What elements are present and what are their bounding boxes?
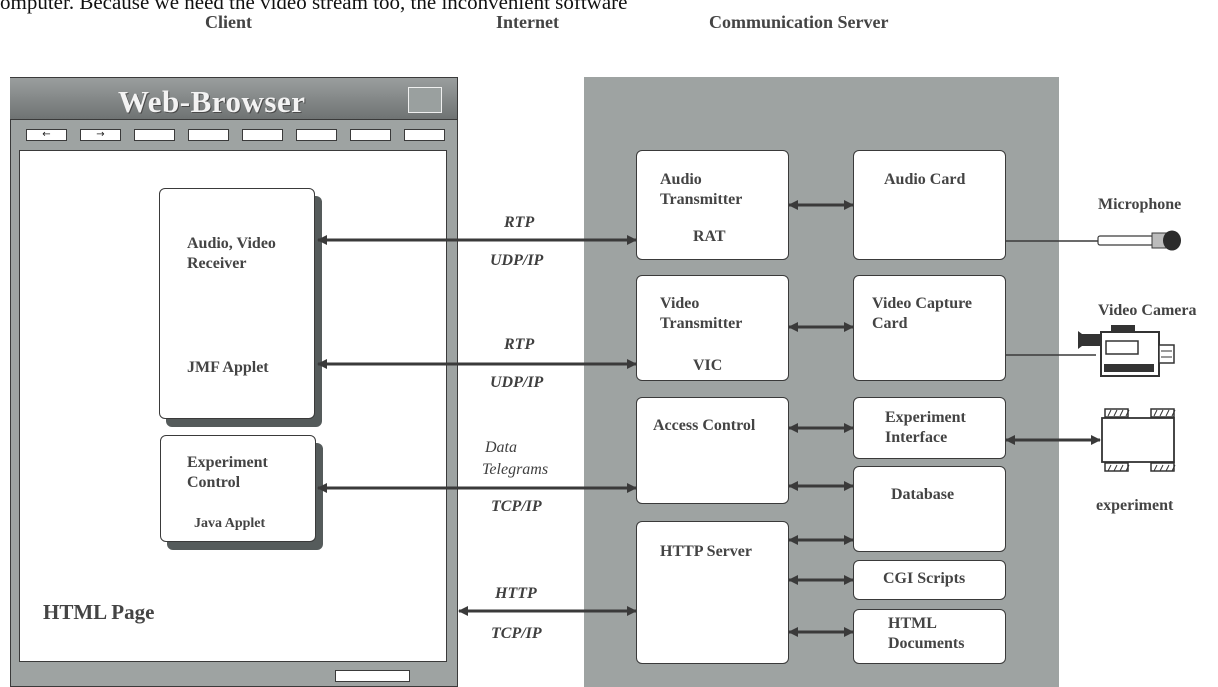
experiment-label: experiment — [1096, 497, 1174, 514]
video-tx-label-1: Video — [660, 295, 700, 312]
toolbar-button[interactable] — [242, 129, 283, 141]
cgi-scripts-box — [853, 560, 1006, 600]
video-camera-icon — [1078, 325, 1175, 377]
database-box — [853, 466, 1006, 552]
experiment-control-applet — [160, 435, 316, 542]
html-docs-label-2: Documents — [888, 635, 965, 652]
video-tx-label-2: Transmitter — [660, 315, 743, 332]
experiment-interface-box — [853, 397, 1006, 459]
html-docs-label-1: HTML — [888, 615, 937, 632]
access-control-box — [636, 397, 789, 504]
tcp-label-1: TCP/IP — [491, 498, 542, 515]
internet-header: Internet — [496, 12, 559, 32]
scrollbar-thumb[interactable] — [335, 670, 410, 682]
clipped-caption-text: omputer. Because we need the video strea… — [0, 0, 628, 14]
microphone-label: Microphone — [1098, 196, 1182, 213]
audio-tx-label-2: Transmitter — [660, 191, 743, 208]
audio-tx-label-1: Audio — [660, 171, 702, 188]
http-label: HTTP — [495, 585, 537, 602]
audio-card-label: Audio Card — [884, 171, 966, 188]
exp-iface-label-1: Experiment — [885, 409, 966, 426]
av-receiver-applet — [159, 188, 315, 419]
tcp-label-2: TCP/IP — [491, 625, 542, 642]
video-card-label-2: Card — [872, 315, 908, 332]
vic-label: VIC — [693, 357, 723, 374]
right-arrow-icon: → — [96, 129, 105, 140]
udp-label-2: UDP/IP — [490, 374, 544, 391]
audio-transmitter-box — [636, 150, 789, 260]
toolbar-button[interactable] — [188, 129, 229, 141]
video-transmitter-box — [636, 275, 789, 381]
server-header: Communication Server — [709, 12, 889, 32]
rtp-label-1: RTP — [504, 214, 535, 231]
toolbar-button[interactable] — [404, 129, 445, 141]
exp-applet-label-2: Control — [187, 474, 241, 491]
video-camera-label: Video Camera — [1098, 302, 1197, 319]
client-header: Client — [205, 12, 252, 32]
left-arrow-icon: ← — [42, 129, 51, 140]
forward-button[interactable]: → — [80, 129, 121, 141]
toolbar-button[interactable] — [296, 129, 337, 141]
access-control-label: Access Control — [653, 417, 756, 434]
window-control-button[interactable] — [408, 87, 442, 113]
telegrams-label: Telegrams — [482, 461, 549, 478]
experiment-device-icon — [1101, 408, 1176, 472]
jmf-applet-label: JMF Applet — [187, 359, 269, 376]
data-label: Data — [485, 439, 517, 456]
cgi-scripts-label: CGI Scripts — [883, 570, 966, 587]
html-page-label: HTML Page — [43, 600, 155, 624]
browser-titlebar — [10, 78, 457, 120]
html-documents-box — [853, 609, 1006, 664]
database-label: Database — [891, 486, 955, 503]
toolbar-button[interactable] — [350, 129, 391, 141]
rtp-label-2: RTP — [504, 336, 535, 353]
video-capture-card-box — [853, 275, 1006, 381]
av-applet-label-1: Audio, Video — [187, 235, 276, 252]
av-applet-label-2: Receiver — [187, 255, 247, 272]
back-button[interactable]: ← — [26, 129, 67, 141]
exp-applet-label-1: Experiment — [187, 454, 268, 471]
toolbar-button[interactable] — [134, 129, 175, 141]
java-applet-label: Java Applet — [194, 516, 266, 531]
video-card-label-1: Video Capture — [872, 295, 972, 312]
rat-label: RAT — [693, 228, 726, 245]
browser-title: Web-Browser — [118, 84, 306, 119]
microphone-icon — [1097, 230, 1181, 251]
udp-label-1: UDP/IP — [490, 252, 544, 269]
http-server-label: HTTP Server — [660, 543, 752, 560]
http-server-box — [636, 521, 789, 664]
exp-iface-label-2: Interface — [885, 429, 948, 446]
